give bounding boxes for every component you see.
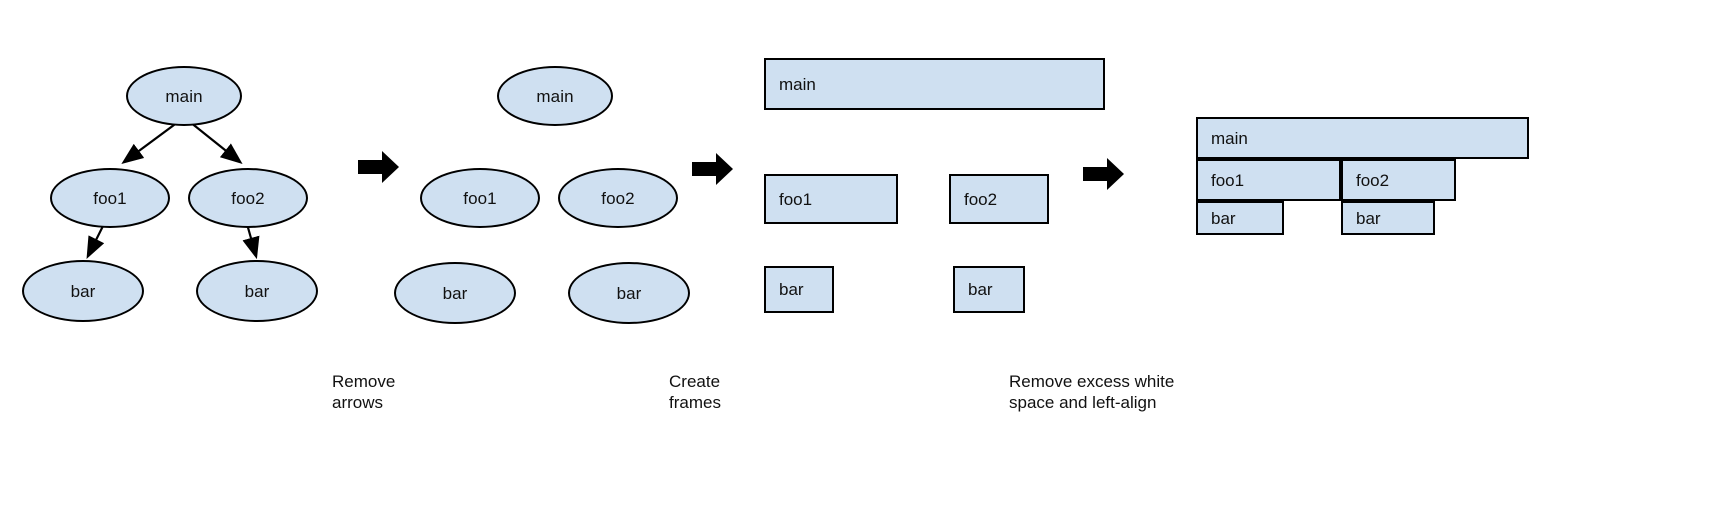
node-label: bar	[442, 283, 468, 303]
node-label: bar	[616, 283, 642, 303]
loose-node-foo2[interactable]: foo2	[558, 168, 678, 228]
node-label: foo1	[463, 188, 497, 208]
flame-cell-foo2[interactable]: foo2	[1341, 159, 1456, 201]
node-label: main	[536, 86, 574, 106]
tree-node-bar-right[interactable]: bar	[196, 260, 318, 322]
frame-label: bar	[779, 280, 804, 299]
frame-main[interactable]: main	[764, 58, 1105, 110]
node-label: bar	[244, 281, 270, 301]
transition-caption-1: Remove arrows	[332, 372, 396, 412]
loose-node-bar-left[interactable]: bar	[394, 262, 516, 324]
flame-label: main	[1211, 128, 1248, 148]
node-label: foo2	[231, 188, 265, 208]
node-label: foo2	[601, 188, 635, 208]
tree-node-foo1[interactable]: foo1	[50, 168, 170, 228]
transition-arrow-2-icon	[692, 153, 733, 185]
node-label: foo1	[93, 188, 127, 208]
frame-label: foo2	[964, 189, 998, 209]
transition-arrow-1-icon	[358, 151, 399, 183]
flame-cell-main[interactable]: main	[1196, 117, 1529, 159]
flame-cell-bar-right[interactable]: bar	[1341, 201, 1435, 235]
frame-bar-left[interactable]: bar	[764, 266, 834, 313]
loose-node-foo1[interactable]: foo1	[420, 168, 540, 228]
frame-label: foo1	[779, 189, 813, 209]
frame-label: bar	[968, 280, 993, 299]
tree-node-main[interactable]: main	[126, 66, 242, 126]
transition-caption-2: Create frames	[669, 372, 721, 412]
flame-label: foo2	[1356, 170, 1390, 190]
tree-node-bar-left[interactable]: bar	[22, 260, 144, 322]
flame-label: foo1	[1211, 170, 1245, 190]
node-label: bar	[70, 281, 96, 301]
frame-label: main	[779, 74, 816, 94]
flame-cell-foo1[interactable]: foo1	[1196, 159, 1341, 201]
flame-cell-bar-left[interactable]: bar	[1196, 201, 1284, 235]
flame-label: bar	[1356, 208, 1381, 228]
tree-node-foo2[interactable]: foo2	[188, 168, 308, 228]
loose-node-main[interactable]: main	[497, 66, 613, 126]
loose-node-bar-right[interactable]: bar	[568, 262, 690, 324]
frame-foo2[interactable]: foo2	[949, 174, 1049, 224]
transition-caption-3: Remove excess white space and left-align	[1009, 372, 1175, 412]
flame-label: bar	[1211, 208, 1236, 228]
frame-foo1[interactable]: foo1	[764, 174, 898, 224]
frame-bar-right[interactable]: bar	[953, 266, 1025, 313]
node-label: main	[165, 86, 203, 106]
transition-arrow-3-icon	[1083, 158, 1124, 190]
